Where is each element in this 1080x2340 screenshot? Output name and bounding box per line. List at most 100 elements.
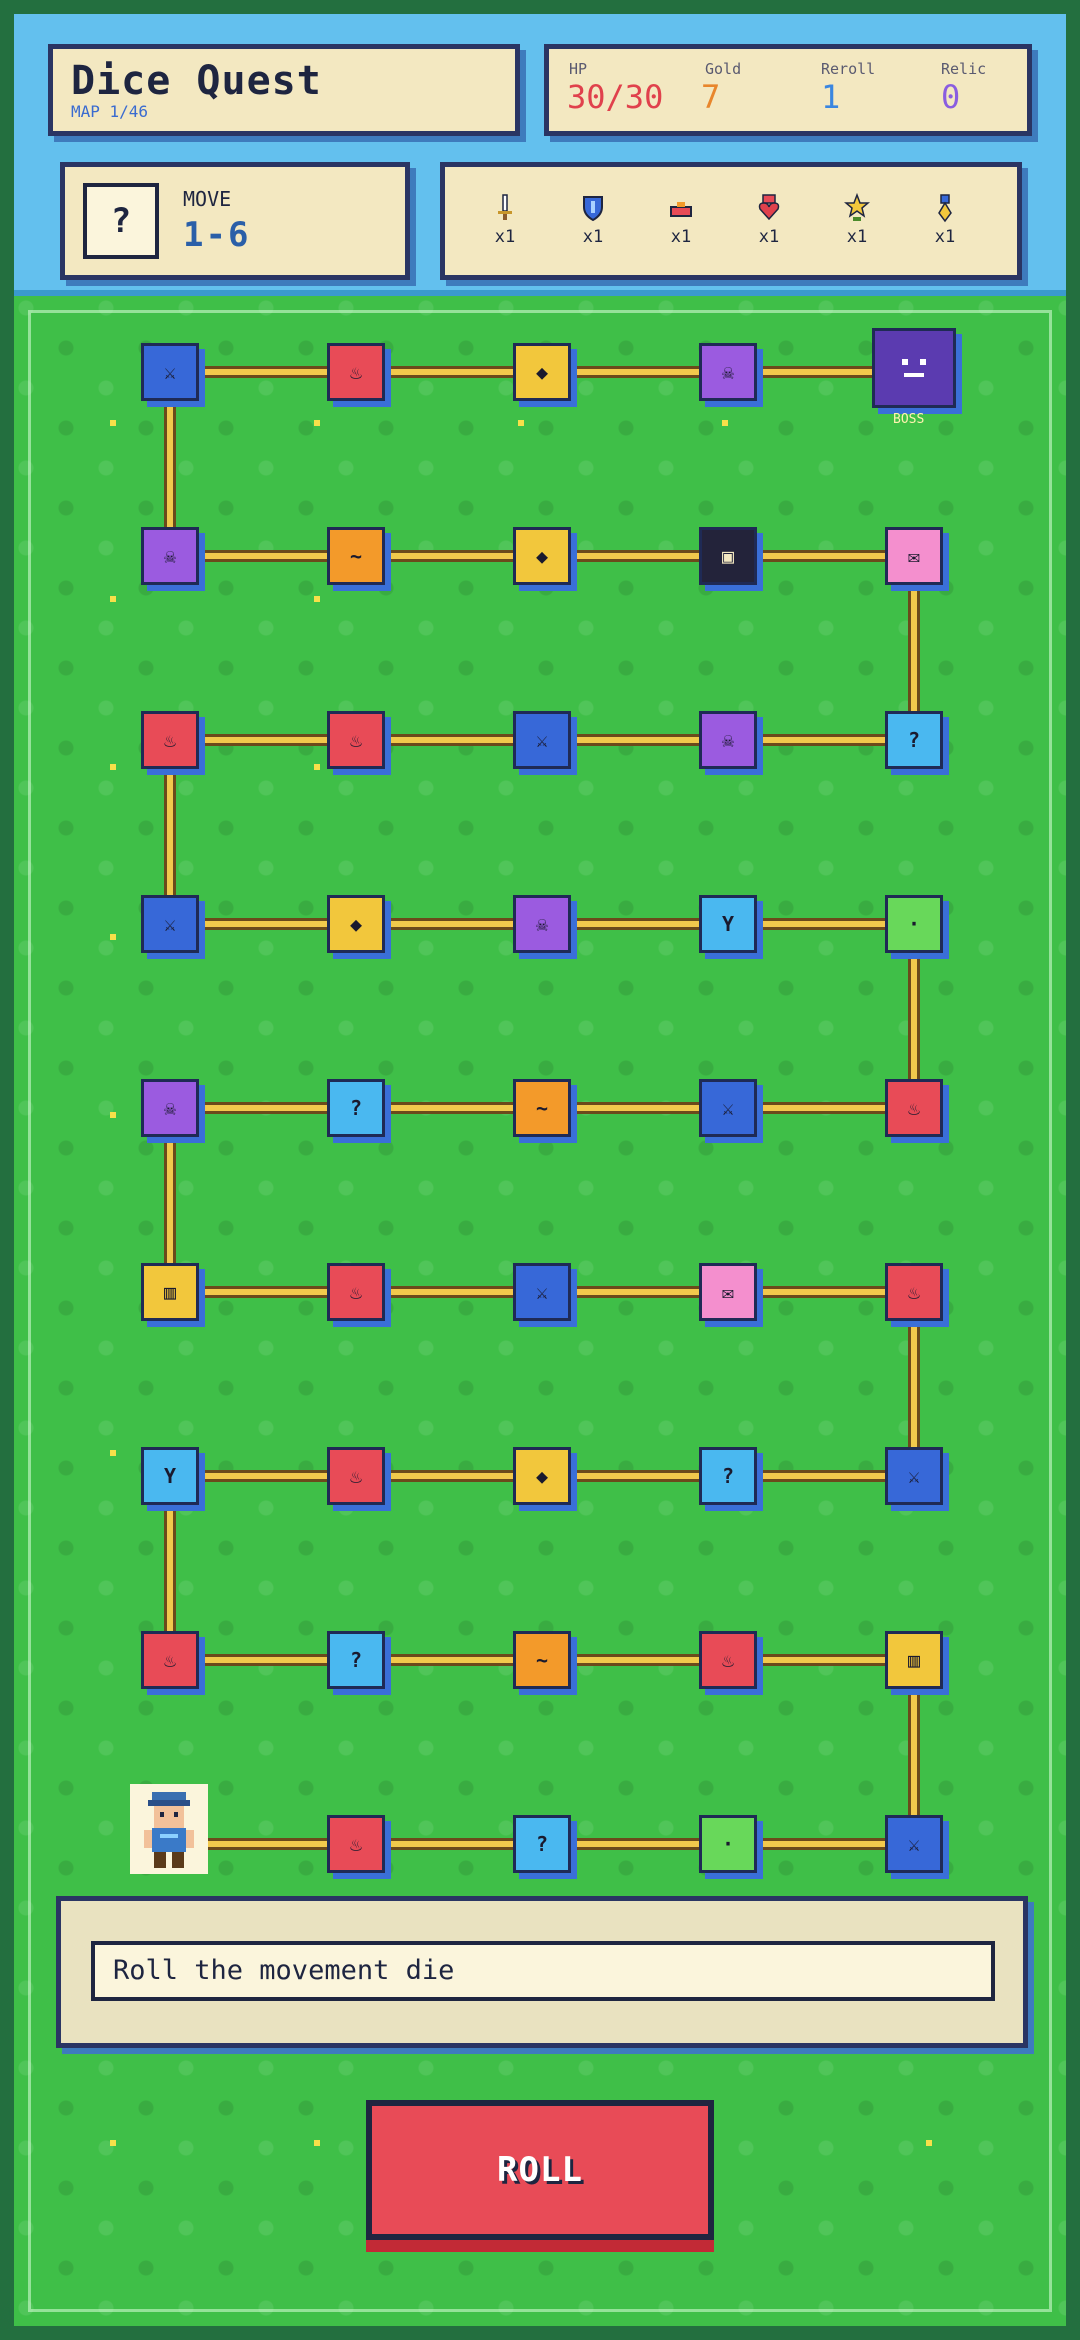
board-tile-battle[interactable]: ⚔ [141, 343, 199, 401]
item-slot-bomb[interactable]: x1 [651, 193, 711, 247]
board-tile-battle[interactable]: ⚔ [513, 711, 571, 769]
item-slot-heart[interactable]: x1 [739, 193, 799, 247]
board-tile-treasure[interactable]: ◆ [327, 895, 385, 953]
message-panel: Roll the movement die [56, 1896, 1028, 2048]
board-tile-curse[interactable]: ☠ [513, 895, 571, 953]
board-tile-battle[interactable]: ⚔ [885, 1447, 943, 1505]
move-range: 1-6 [183, 215, 251, 255]
fire-icon: ♨ [349, 1464, 363, 1488]
movement-die[interactable]: ? [83, 183, 159, 259]
treasure-icon: ▥ [907, 1648, 921, 1672]
board-tile-treasure[interactable]: ◆ [513, 343, 571, 401]
item-slot-shield[interactable]: x1 [563, 193, 623, 247]
rest-icon: ~ [535, 1096, 549, 1120]
relic-value: 0 [941, 78, 961, 116]
board-tile-curse[interactable]: ☠ [699, 343, 757, 401]
item-slot-magic[interactable]: x1 [915, 193, 975, 247]
title-panel: Dice Quest MAP 1/46 [48, 44, 520, 136]
board-tile-fire[interactable]: ♨ [327, 343, 385, 401]
rest-icon: ~ [349, 544, 363, 568]
board-tile-fire[interactable]: ♨ [699, 1631, 757, 1689]
game-title: Dice Quest [71, 58, 322, 104]
board-tile-fire[interactable]: ♨ [141, 711, 199, 769]
board-tile-fire[interactable]: ♨ [327, 711, 385, 769]
marker-dot [314, 420, 320, 426]
items-panel: x1 x1 x1 x1 x1 x1 [440, 162, 1022, 280]
board-tile-event[interactable]: ✉ [885, 527, 943, 585]
bomb-icon [670, 202, 692, 217]
fire-icon: ♨ [907, 1096, 921, 1120]
fire-icon: ♨ [163, 1648, 177, 1672]
fire-icon: ♨ [721, 1648, 735, 1672]
board-tile-treasure[interactable]: ◆ [513, 527, 571, 585]
fire-icon: ♨ [349, 1280, 363, 1304]
marker-dot [110, 596, 116, 602]
player-tile[interactable] [130, 1784, 208, 1874]
battle-icon: ⚔ [721, 1096, 735, 1120]
map-progress: MAP 1/46 [71, 102, 149, 121]
board-tile-branch[interactable]: Y [141, 1447, 199, 1505]
marker-dot [314, 596, 320, 602]
board-tile-fire[interactable]: ♨ [327, 1263, 385, 1321]
marker-dot [110, 2140, 116, 2146]
board-tile-rest[interactable]: ~ [513, 1079, 571, 1137]
relic-label: Relic [941, 60, 987, 78]
boss-face-icon [902, 359, 926, 377]
hp-stat: HP 30/30 [567, 61, 663, 117]
board-tile-battle[interactable]: ⚔ [513, 1263, 571, 1321]
battle-icon: ⚔ [535, 728, 549, 752]
board-tile-treasure[interactable]: ▥ [141, 1263, 199, 1321]
board-tile-grass[interactable]: · [699, 1815, 757, 1873]
board-tile-mystery[interactable]: ? [885, 711, 943, 769]
treasure-icon: ◆ [535, 544, 549, 568]
marker-dot [314, 764, 320, 770]
event-icon: ✉ [907, 544, 921, 568]
item-slot-sword[interactable]: x1 [475, 193, 535, 247]
board-tile-battle[interactable]: ⚔ [141, 895, 199, 953]
board-tile-rest[interactable]: ~ [327, 527, 385, 585]
gold-stat: Gold 7 [701, 61, 741, 117]
boss-tile[interactable] [872, 328, 956, 408]
fire-icon: ♨ [163, 728, 177, 752]
marker-dot [110, 420, 116, 426]
board-tile-curse[interactable]: ☠ [141, 1079, 199, 1137]
board-tile-curse[interactable]: ☠ [699, 711, 757, 769]
magic-icon [938, 194, 952, 223]
board-tile-fire[interactable]: ♨ [885, 1079, 943, 1137]
board-tile-fire[interactable]: ♨ [885, 1263, 943, 1321]
item-count: x1 [670, 227, 692, 247]
marker-dot [110, 764, 116, 770]
board-tile-battle[interactable]: ⚔ [699, 1079, 757, 1137]
battle-icon: ⚔ [163, 912, 177, 936]
board-tile-mystery[interactable]: ? [327, 1079, 385, 1137]
grass-icon: · [907, 912, 921, 936]
board-tile-shop[interactable]: ▣ [699, 527, 757, 585]
board-tile-grass[interactable]: · [885, 895, 943, 953]
board-tile-branch[interactable]: Y [699, 895, 757, 953]
board-tile-fire[interactable]: ♨ [141, 1631, 199, 1689]
board-tile-battle[interactable]: ⚔ [885, 1815, 943, 1873]
board-tile-mystery[interactable]: ? [513, 1815, 571, 1873]
marker-dot [110, 934, 116, 940]
board-tile-mystery[interactable]: ? [699, 1447, 757, 1505]
board-border [28, 310, 1052, 2312]
marker-dot [314, 2140, 320, 2146]
board-tile-curse[interactable]: ☠ [141, 527, 199, 585]
roll-button[interactable]: ROLL [366, 2100, 714, 2240]
gold-label: Gold [705, 60, 742, 78]
board-tile-treasure[interactable]: ▥ [885, 1631, 943, 1689]
board-tile-fire[interactable]: ♨ [327, 1447, 385, 1505]
item-slot-star[interactable]: x1 [827, 193, 887, 247]
board-tile-rest[interactable]: ~ [513, 1631, 571, 1689]
curse-icon: ☠ [535, 912, 549, 936]
board-tile-mystery[interactable]: ? [327, 1631, 385, 1689]
marker-dot [926, 2140, 932, 2146]
board-tile-treasure[interactable]: ◆ [513, 1447, 571, 1505]
board-tile-fire[interactable]: ♨ [327, 1815, 385, 1873]
item-count: x1 [758, 227, 780, 247]
battle-icon: ⚔ [907, 1464, 921, 1488]
move-label: MOVE [183, 187, 232, 211]
item-count: x1 [582, 227, 604, 247]
board-tile-event[interactable]: ✉ [699, 1263, 757, 1321]
hp-value: 30/30 [567, 78, 664, 116]
